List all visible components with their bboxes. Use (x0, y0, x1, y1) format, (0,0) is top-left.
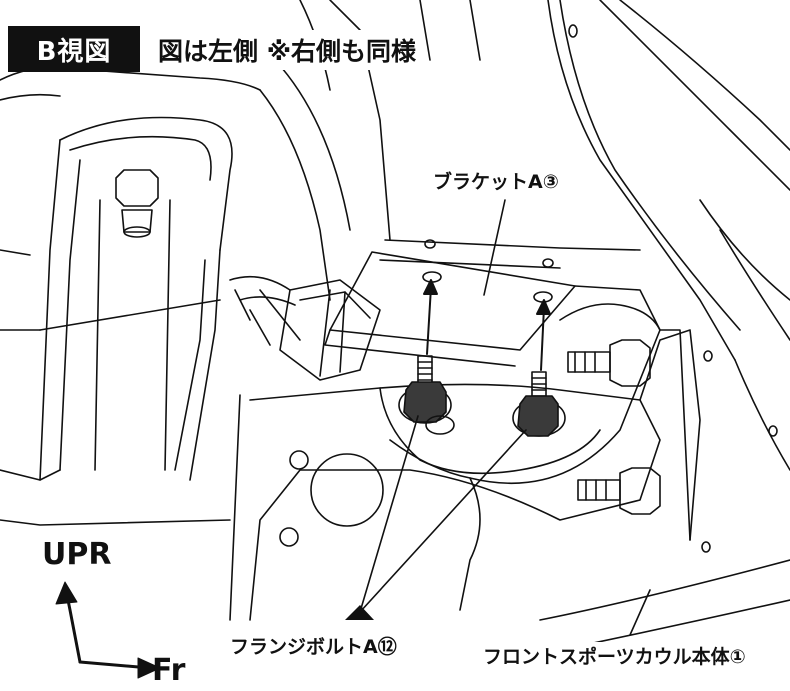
view-label: B視図 (8, 26, 140, 72)
direction-arrows (55, 581, 161, 679)
callout-bracket-a: ブラケットA③ (430, 167, 562, 194)
view-note: 図は左側 ※右側も同様 (150, 30, 425, 70)
leader-arrowhead (345, 605, 374, 620)
leader-lines (359, 199, 651, 636)
fork-bracket (0, 116, 233, 526)
side-bolts (567, 339, 661, 515)
flange-bolt-left (398, 355, 455, 435)
bracket-plate (324, 251, 661, 367)
direction-forward-label: Fr (152, 653, 186, 688)
callout-cowl-body: フロントスポーツカウル本体① (480, 642, 749, 669)
direction-up-label: UPR (42, 537, 112, 572)
mounting-stay (229, 329, 701, 621)
wire-connector (229, 275, 381, 381)
cowl-outline (539, 0, 790, 651)
callout-flange-bolt-a: フランジボルトA⑫ (227, 632, 400, 659)
flange-bolt-right (512, 371, 566, 437)
install-arrows (423, 279, 551, 371)
wire-routing (389, 303, 661, 611)
